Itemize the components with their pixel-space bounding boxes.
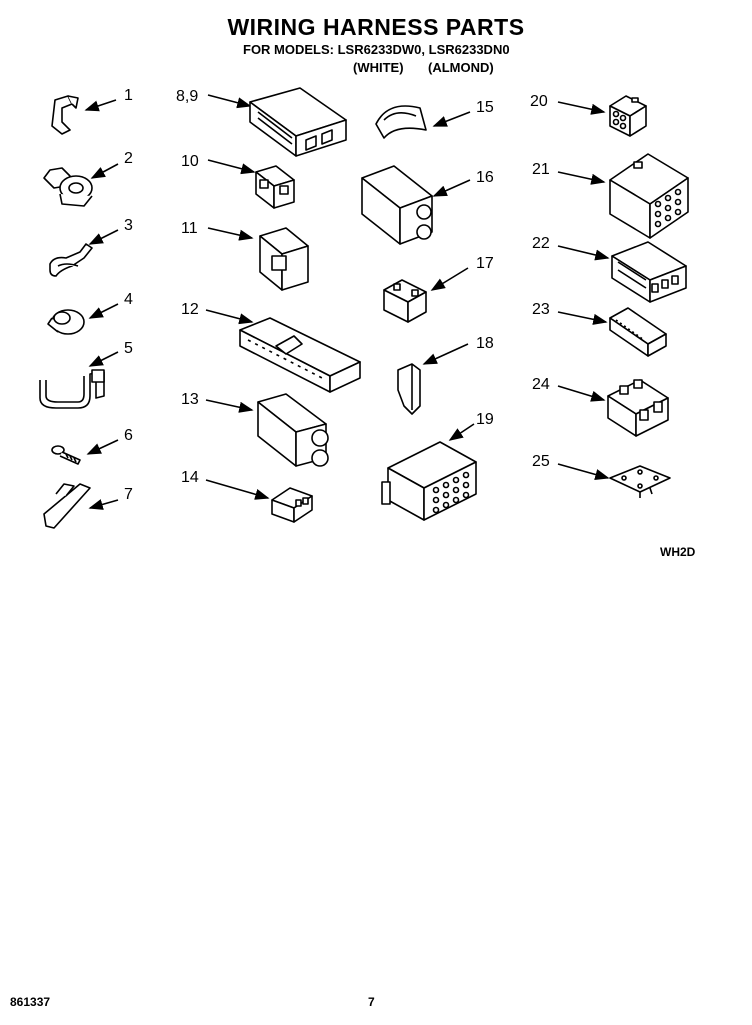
callout-6: 6 bbox=[124, 427, 133, 444]
callout-arrow-19 bbox=[448, 423, 475, 441]
part-21-pin-grid bbox=[654, 188, 682, 228]
callout-10: 10 bbox=[181, 153, 199, 170]
doc-number: 861337 bbox=[10, 995, 51, 1009]
callout-arrow-21 bbox=[557, 171, 606, 185]
callout-arrow-14 bbox=[205, 479, 270, 500]
callout-arrow-6 bbox=[86, 439, 119, 455]
callout-arrow-22 bbox=[557, 245, 610, 261]
callout-21: 21 bbox=[532, 161, 550, 178]
callout-arrow-1 bbox=[84, 99, 117, 112]
part-23-connector bbox=[609, 307, 667, 357]
part-19-pin-grid bbox=[432, 471, 470, 514]
callout-arrow-4 bbox=[88, 303, 119, 319]
callout-arrow-5 bbox=[88, 351, 119, 367]
part-18-terminal bbox=[397, 363, 421, 415]
part-14-connector bbox=[271, 487, 313, 523]
callout-arrow-7 bbox=[88, 499, 119, 510]
part-8-9-connector-housing bbox=[249, 87, 347, 157]
part-3-wire-clip bbox=[49, 243, 93, 277]
callout-15: 15 bbox=[476, 99, 494, 116]
callout-1: 1 bbox=[124, 87, 133, 104]
callout-8-9: 8,9 bbox=[176, 88, 198, 105]
callout-19: 19 bbox=[476, 411, 494, 428]
callout-arrow-25 bbox=[557, 463, 610, 480]
part-6-screw bbox=[51, 445, 81, 465]
callout-arrow-8-9 bbox=[207, 94, 252, 109]
part-2-cable-clamp bbox=[43, 167, 93, 207]
callout-22: 22 bbox=[532, 235, 550, 252]
callout-4: 4 bbox=[124, 291, 133, 308]
callout-18: 18 bbox=[476, 335, 494, 352]
callout-11: 11 bbox=[181, 220, 198, 237]
callout-2: 2 bbox=[124, 150, 133, 167]
page-title: WIRING HARNESS PARTS bbox=[227, 14, 525, 40]
callout-arrow-17 bbox=[430, 267, 469, 291]
callout-14: 14 bbox=[181, 469, 199, 486]
part-20-connector bbox=[609, 95, 647, 137]
callout-arrow-18 bbox=[422, 343, 469, 365]
part-12-terminal-block bbox=[239, 317, 361, 393]
callout-24: 24 bbox=[532, 376, 550, 393]
callout-3: 3 bbox=[124, 217, 133, 234]
callout-arrow-11 bbox=[207, 227, 254, 241]
callout-17: 17 bbox=[476, 255, 494, 272]
callout-25: 25 bbox=[532, 453, 550, 470]
callout-arrow-13 bbox=[205, 399, 254, 413]
callout-arrow-10 bbox=[207, 159, 256, 175]
part-25-plate bbox=[609, 465, 671, 498]
part-11-connector bbox=[259, 227, 309, 291]
callout-arrow-23 bbox=[557, 311, 608, 325]
callout-23: 23 bbox=[532, 301, 550, 318]
part-10-connector bbox=[255, 165, 295, 209]
part-5-strap-clamp bbox=[39, 369, 105, 409]
part-24-connector bbox=[607, 379, 669, 437]
callout-5: 5 bbox=[124, 340, 133, 357]
part-4-grommet bbox=[47, 309, 85, 335]
part-13-connector bbox=[257, 393, 329, 467]
callout-arrow-2 bbox=[90, 163, 119, 179]
diagram-code: WH2D bbox=[660, 545, 696, 559]
part-17-connector bbox=[383, 279, 427, 323]
part-15-wire-sleeve bbox=[375, 105, 427, 139]
models-line: FOR MODELS: LSR6233DW0, LSR6233DN0 bbox=[243, 42, 510, 57]
part-1-clip bbox=[51, 95, 79, 135]
callout-arrow-12 bbox=[205, 309, 254, 325]
callout-arrow-24 bbox=[557, 385, 606, 402]
callout-16: 16 bbox=[476, 169, 494, 186]
part-22-connector bbox=[611, 241, 687, 303]
callout-12: 12 bbox=[181, 301, 199, 318]
part-19-connector bbox=[381, 441, 477, 521]
callout-arrow-3 bbox=[88, 229, 119, 245]
callout-7: 7 bbox=[124, 486, 133, 503]
callout-20: 20 bbox=[530, 93, 548, 110]
callout-13: 13 bbox=[181, 391, 199, 408]
variant-white: (WHITE) bbox=[353, 60, 404, 75]
callout-arrow-20 bbox=[557, 101, 606, 115]
part-16-connector bbox=[361, 165, 433, 245]
callout-arrow-16 bbox=[432, 179, 471, 197]
page-number: 7 bbox=[368, 995, 375, 1009]
part-7-push-clip bbox=[43, 483, 91, 529]
part-21-connector bbox=[609, 153, 689, 239]
callout-arrow-15 bbox=[432, 111, 471, 127]
variant-almond: (ALMOND) bbox=[428, 60, 494, 75]
